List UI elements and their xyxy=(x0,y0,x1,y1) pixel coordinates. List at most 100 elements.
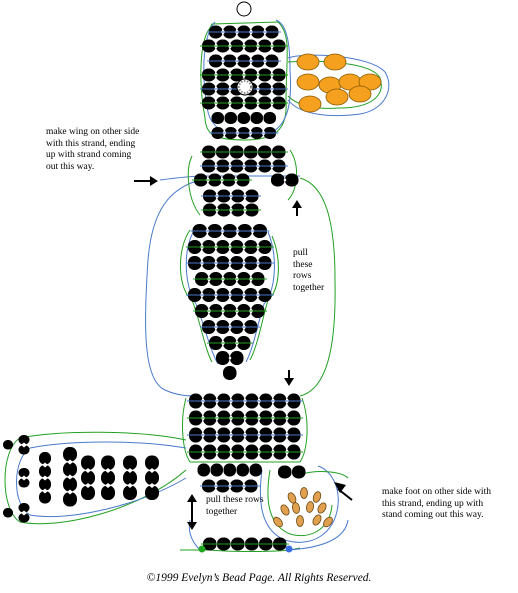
black-bead xyxy=(18,503,30,513)
gap-diamond xyxy=(21,510,27,516)
foot-bead xyxy=(300,487,308,499)
black-bead xyxy=(236,463,249,477)
bead-row xyxy=(200,68,288,82)
beak-bead xyxy=(323,53,347,71)
copyright-footer: ©1999 Evelyn’s Bead Page. All Rights Res… xyxy=(146,572,372,584)
bead-row xyxy=(187,393,303,409)
gap-diamond xyxy=(149,468,155,473)
thread-tail-green xyxy=(4,431,187,525)
tail-bead-column xyxy=(18,435,30,455)
black-bead xyxy=(145,455,159,470)
bead-row xyxy=(201,537,289,551)
gap-diamond xyxy=(85,483,91,488)
gap-diamond xyxy=(283,178,287,182)
black-bead xyxy=(18,468,30,478)
bead-row xyxy=(200,39,288,53)
black-bead xyxy=(3,440,13,450)
black-bead xyxy=(18,478,30,488)
black-bead xyxy=(271,173,285,187)
note-line: make foot on other side with xyxy=(382,487,491,497)
black-bead xyxy=(101,470,115,485)
gap-diamond xyxy=(21,475,27,481)
black-bead xyxy=(39,452,51,465)
gap-diamond xyxy=(67,459,73,465)
pull-rows-lower-note: pull these rows together xyxy=(206,495,286,518)
tail-bead-column xyxy=(123,455,137,500)
black-bead xyxy=(285,173,299,187)
black-bead xyxy=(292,465,306,479)
bead-row xyxy=(200,96,288,110)
black-bead xyxy=(237,112,250,124)
foot-instruction-note: make foot on other side with this strand… xyxy=(382,487,510,522)
beak-bead xyxy=(325,88,349,106)
foot-beads xyxy=(273,487,333,528)
black-bead xyxy=(81,485,95,500)
bead-row xyxy=(192,173,252,187)
thread-body-right-loop xyxy=(299,177,336,397)
black-bead xyxy=(197,463,210,477)
bead-row xyxy=(216,351,244,365)
strand-end-marker-green xyxy=(198,545,206,553)
black-bead xyxy=(81,455,95,470)
foot-bead xyxy=(317,502,327,514)
gap-diamond xyxy=(67,489,73,495)
gap-diamond xyxy=(67,474,73,480)
beak-bead xyxy=(296,53,320,71)
bead-row xyxy=(197,463,262,477)
thread-mid-blue xyxy=(185,227,275,365)
bead-row xyxy=(209,127,279,139)
strand-end-marker-blue xyxy=(285,545,293,553)
foot-bead xyxy=(280,504,290,516)
black-bead xyxy=(63,477,77,492)
arrow-double-vertical-icon xyxy=(187,494,197,530)
black-bead xyxy=(223,463,236,477)
black-bead xyxy=(223,366,237,380)
black-bead xyxy=(18,445,30,455)
eye-bead-icon xyxy=(236,78,254,96)
tail-bead-column xyxy=(18,503,30,523)
black-bead xyxy=(123,470,137,485)
note-line: together xyxy=(206,506,238,517)
beak-bead xyxy=(298,95,322,113)
bead-row xyxy=(211,112,276,124)
black-bead xyxy=(101,455,115,470)
foot-bead xyxy=(296,515,304,527)
thread-body-left-loop xyxy=(145,179,201,397)
black-bead xyxy=(63,492,77,507)
beak-bead xyxy=(296,73,320,91)
foot-bead xyxy=(312,514,322,526)
bead-row xyxy=(201,189,261,203)
bead-row xyxy=(187,444,303,460)
arrow-wing-right-icon xyxy=(134,176,158,186)
bead-row xyxy=(186,288,274,302)
thread-lower-green xyxy=(182,397,308,463)
bead-row xyxy=(187,410,303,426)
gap-diamond xyxy=(127,468,133,473)
note-line: this strand, ending up with xyxy=(382,498,484,509)
note-line: up with strand coming xyxy=(46,150,132,160)
bead-row xyxy=(207,336,253,350)
note-line: stand coming out this way. xyxy=(382,510,484,520)
tail-bead-column xyxy=(101,455,115,500)
black-bead xyxy=(250,112,263,124)
black-bead xyxy=(224,112,237,124)
beak-beads xyxy=(296,53,382,113)
black-bead xyxy=(63,447,77,462)
note-line: together xyxy=(293,282,325,293)
thread-head-green xyxy=(200,21,288,141)
bead-row xyxy=(207,54,281,68)
note-line: out this way. xyxy=(46,161,95,172)
note-line: with this strand, ending xyxy=(46,138,136,149)
tail-bead-column xyxy=(3,440,13,450)
bead-row xyxy=(193,304,267,318)
gap-diamond xyxy=(149,483,155,488)
tail-beads xyxy=(3,435,159,523)
black-bead xyxy=(210,463,223,477)
tail-bead-column xyxy=(18,468,30,488)
black-bead xyxy=(145,470,159,485)
black-bead xyxy=(81,470,95,485)
black-bead xyxy=(145,485,159,500)
black-bead xyxy=(216,351,230,365)
black-bead xyxy=(18,513,30,523)
